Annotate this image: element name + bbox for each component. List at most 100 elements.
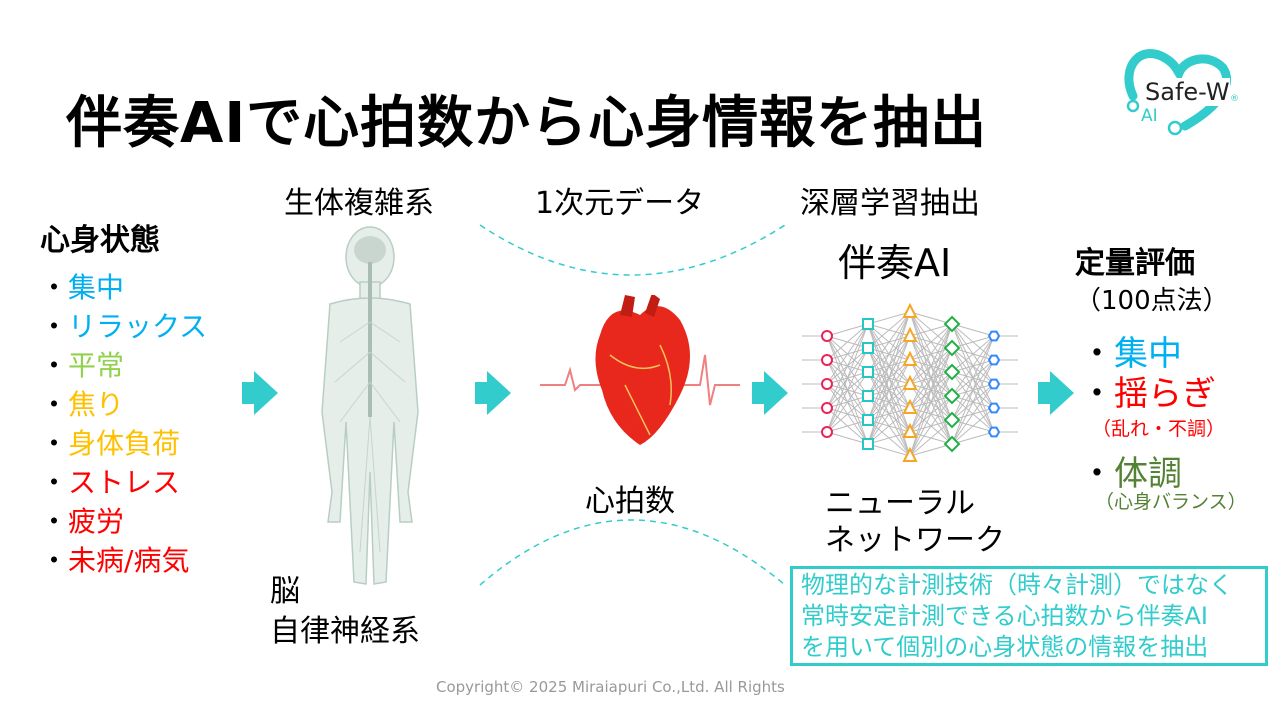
evaluation-sublabel: （心身バランス） <box>1095 491 1247 513</box>
explanation-note: 物理的な計測技術（時々計測）ではなく 常時安定計測できる心拍数から伴奏AI を用… <box>790 566 1268 666</box>
nn-edge <box>826 323 869 385</box>
evaluation-label: 集中 <box>1114 334 1182 374</box>
nn-edge <box>826 371 869 433</box>
one-dim-data-heading: 1次元データ <box>535 186 705 221</box>
nn-node-diamond-icon <box>943 435 961 453</box>
nn-edge <box>951 407 995 445</box>
nn-edge <box>951 431 995 445</box>
nn-edge <box>909 323 953 457</box>
nn-edge <box>951 383 995 445</box>
nn-node-triangle-icon <box>902 350 918 366</box>
evaluation-sublabel: （乱れ・不調） <box>1092 418 1226 440</box>
nn-node-square-icon <box>862 438 874 450</box>
nn-edge <box>909 419 953 457</box>
nn-edge <box>867 311 911 397</box>
score-scale-label: （100点法） <box>1075 286 1229 316</box>
nn-node-square-icon <box>862 366 874 378</box>
nn-node-hexagon-icon <box>987 354 1001 366</box>
dashed-arc-decoration <box>479 224 786 586</box>
evaluation-item: ・集中 <box>1080 334 1182 374</box>
human-body-icon <box>321 226 419 585</box>
mental-state-item: 未病/病気 <box>40 541 207 580</box>
nn-edge <box>951 359 995 445</box>
nn-node-triangle-icon <box>902 398 918 414</box>
mental-state-label: ストレス <box>68 466 181 499</box>
nn-node-hexagon-icon <box>987 426 1001 438</box>
logo-sub: AI <box>1141 106 1158 126</box>
arrow-icon <box>752 371 788 415</box>
nn-node-diamond-icon <box>943 387 961 405</box>
logo-text: Safe-W <box>1145 78 1230 106</box>
nn-edge <box>867 335 911 445</box>
mental-state-item: リラックス <box>40 307 207 346</box>
mental-state-item: 焦り <box>40 385 207 424</box>
nn-edge <box>951 335 995 397</box>
evaluation-item: ・揺らぎ <box>1080 374 1216 414</box>
nn-edge <box>951 335 995 349</box>
nn-edge <box>867 311 911 421</box>
mental-state-label: 集中 <box>68 271 125 304</box>
logo-mark: ® <box>1230 94 1239 104</box>
nn-edge <box>867 431 911 445</box>
mental-state-label: 未病/病気 <box>68 544 190 577</box>
nn-node-square-icon <box>862 318 874 330</box>
nn-node-triangle-icon <box>902 422 918 438</box>
quantitative-eval-heading: 定量評価 <box>1075 246 1195 281</box>
heart-ecg-icon <box>540 295 740 445</box>
note-line: 常時安定計測できる心拍数から伴奏AI <box>801 602 1209 630</box>
deep-learning-heading: 深層学習抽出 <box>800 186 980 221</box>
nn-node-square-icon <box>862 342 874 354</box>
evaluation-label: 揺らぎ <box>1114 374 1216 414</box>
nn-edge <box>909 323 953 409</box>
nn-node-triangle-icon <box>902 302 918 318</box>
nn-edge <box>951 323 995 337</box>
nn-node-diamond-icon <box>943 363 961 381</box>
nn-edge <box>826 323 869 337</box>
nn-node-circle-icon <box>821 426 833 438</box>
nn-edge <box>867 359 911 445</box>
mental-state-label: 平常 <box>68 349 125 382</box>
nn-node-circle-icon <box>821 402 833 414</box>
note-line: を用いて個別の心身状態の情報を抽出 <box>801 633 1209 661</box>
arrow-icon <box>1038 371 1074 415</box>
nn-node-diamond-icon <box>943 411 961 429</box>
page-title: 伴奏AIで心拍数から心身情報を抽出 <box>66 91 988 156</box>
nn-edge <box>867 311 911 325</box>
nn-edge <box>909 443 953 457</box>
nn-edge <box>826 395 869 433</box>
neural-caption: ニューラル <box>825 486 975 521</box>
nn-node-square-icon <box>862 390 874 402</box>
nn-edge <box>951 335 995 445</box>
nn-node-square-icon <box>862 414 874 426</box>
mental-state-item: 平常 <box>40 346 207 385</box>
heart-rate-caption: 心拍数 <box>585 484 675 519</box>
nn-edge <box>826 323 869 409</box>
note-line: 物理的な計測技術（時々計測）ではなく <box>801 571 1233 599</box>
mental-state-item: 疲労 <box>40 502 207 541</box>
evaluation-item: ・体調 <box>1080 454 1182 494</box>
accompany-ai-heading: 伴奏AI <box>838 241 952 285</box>
nn-edge <box>826 323 869 361</box>
nn-edge <box>909 311 953 325</box>
nn-node-hexagon-icon <box>987 378 1001 390</box>
nn-edge <box>826 347 869 433</box>
nn-edge <box>909 323 953 385</box>
nn-node-triangle-icon <box>902 326 918 342</box>
nn-edge <box>867 383 911 445</box>
nn-node-circle-icon <box>821 330 833 342</box>
nn-edge <box>909 395 953 457</box>
nn-node-diamond-icon <box>943 315 961 333</box>
autonomic-nerve-caption: 自律神経系 <box>270 614 420 649</box>
mental-state-item: 身体負荷 <box>40 424 207 463</box>
nn-node-circle-icon <box>821 378 833 390</box>
nn-edge <box>826 419 869 433</box>
nn-edge <box>909 371 953 457</box>
network-caption: ネットワーク <box>825 523 1005 558</box>
mental-state-item: ストレス <box>40 463 207 502</box>
arrow-icon <box>475 371 511 415</box>
mental-state-list: 集中リラックス平常焦り身体負荷ストレス疲労未病/病気 <box>40 268 207 580</box>
nn-edge <box>867 443 911 457</box>
nn-edge <box>826 431 869 445</box>
brain-caption: 脳 <box>270 574 300 609</box>
nn-edge <box>951 335 995 421</box>
